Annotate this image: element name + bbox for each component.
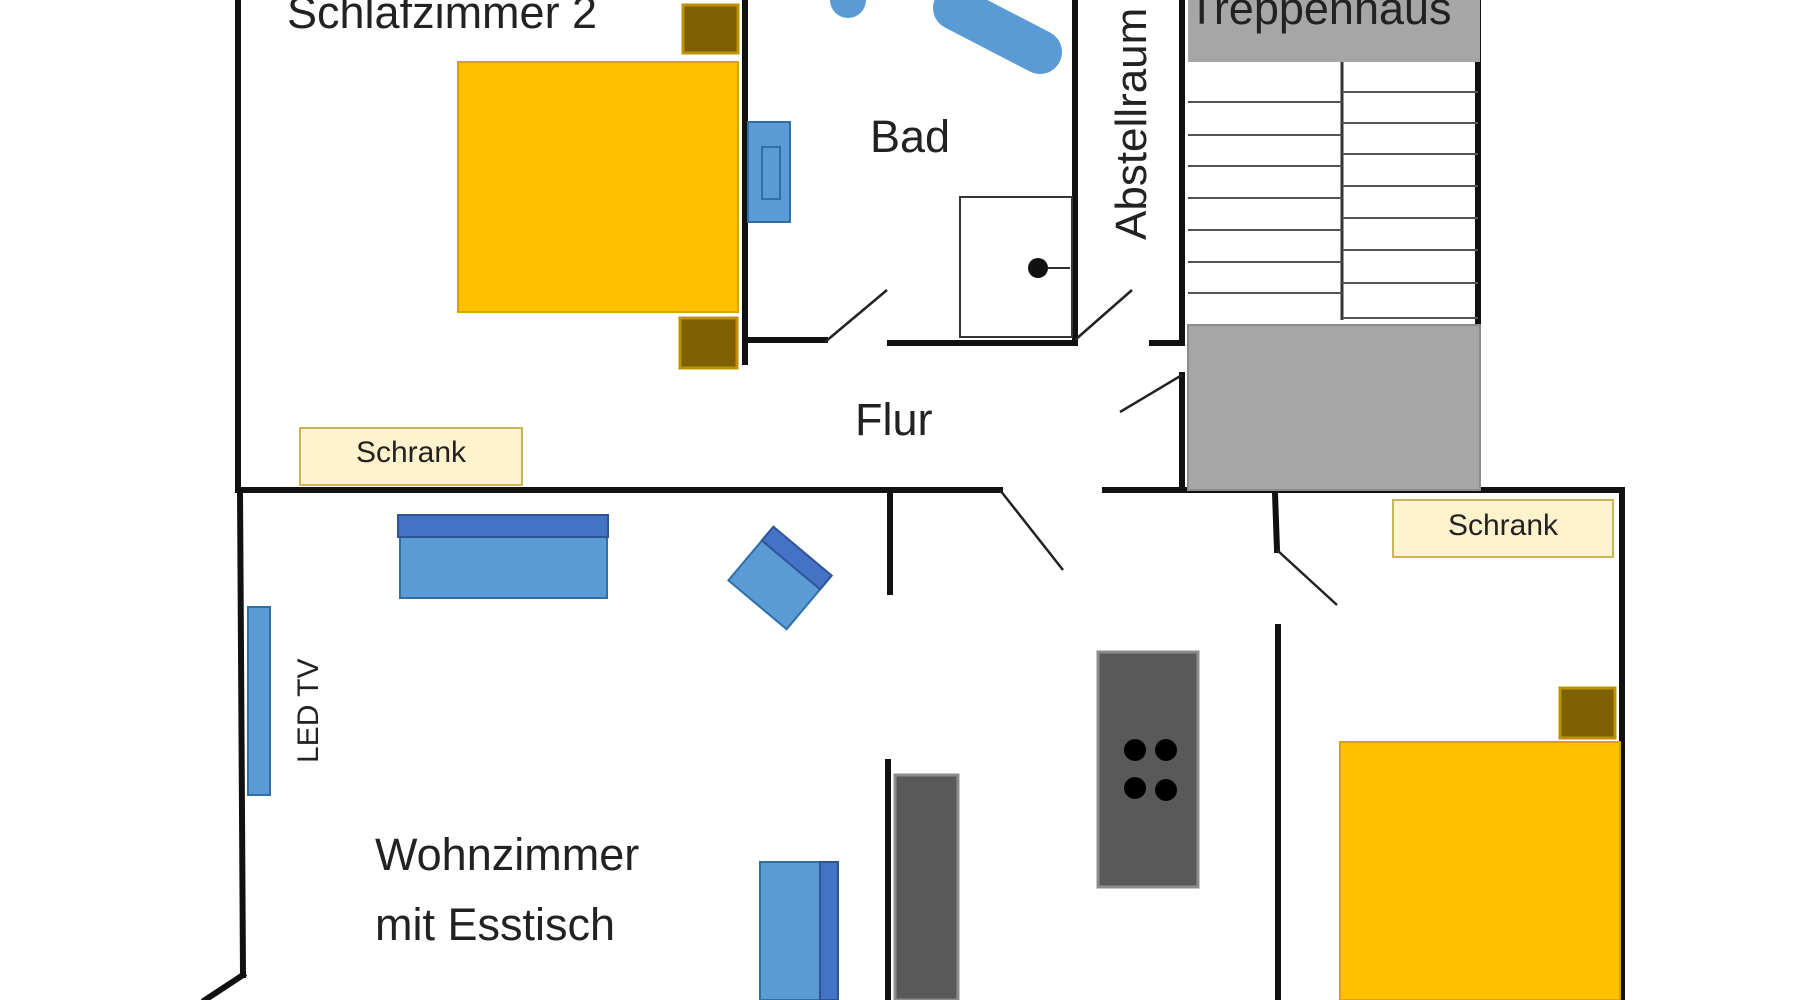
- storage-room: Abstellraum: [1107, 8, 1156, 240]
- wall-outer-left-diagonal: [200, 970, 248, 1000]
- stair-landing-top: [1188, 0, 1480, 62]
- room-label-abstellraum: Abstellraum: [1107, 8, 1156, 240]
- living-room: LED TV Wohnzimmer mit Esstisch: [247, 514, 839, 1000]
- stairwell: Treppenhaus: [1187, 0, 1481, 491]
- room-label-wohnzimmer-line2: mit Esstisch: [375, 899, 615, 950]
- door-storage: [1074, 289, 1133, 341]
- burner-2: [1155, 739, 1177, 761]
- room-label-wohnzimmer-line1: Wohnzimmer: [375, 829, 639, 880]
- tv-unit: [247, 606, 271, 796]
- cabinet-left-label: Schrank: [356, 436, 467, 469]
- double-bed-bedroom-1: [1339, 741, 1621, 1000]
- bedroom-2: Schrank Schlafzimmer 2: [287, 0, 740, 486]
- dining-bench-back: [819, 861, 839, 1000]
- sink-basin: [761, 146, 781, 200]
- kitchen: [893, 650, 1200, 1000]
- armchair: [726, 525, 834, 631]
- cabinet-right: [1392, 499, 1614, 558]
- room-label-treppenhaus: Treppenhaus: [1188, 0, 1452, 34]
- wall-outer-left-lower: [236, 486, 247, 979]
- doors: [824, 289, 1338, 606]
- kitchen-counter: [893, 773, 960, 1000]
- stair-steps-left: [1188, 101, 1342, 294]
- double-bed-bedroom-2: [457, 61, 739, 313]
- shower-drain: [1028, 258, 1048, 278]
- wall-bedroom1-stub: [1271, 489, 1281, 554]
- room-label-flur: Flur: [855, 394, 933, 445]
- hallway: Flur: [855, 394, 933, 445]
- nightstand-top: [681, 3, 740, 55]
- nightstand-bottom: [678, 316, 739, 370]
- cabinet-left: [299, 427, 523, 486]
- shower-tray: [959, 196, 1073, 338]
- bathtub: [933, 0, 1062, 74]
- burner-4: [1155, 779, 1177, 801]
- door-living: [999, 489, 1064, 571]
- stove: [1096, 650, 1200, 889]
- nightstand-right: [1558, 686, 1617, 740]
- room-label-bad: Bad: [870, 111, 950, 162]
- sofa-backrest: [397, 514, 609, 538]
- bathroom: Bad: [747, 0, 1073, 338]
- cabinet-right-label: Schrank: [1448, 509, 1559, 542]
- room-label-schlafzimmer-2: Schlafzimmer 2: [287, 0, 597, 38]
- burner-3: [1124, 777, 1146, 799]
- stair-steps-right: [1342, 91, 1478, 319]
- door-bedroom1: [1276, 549, 1338, 606]
- bath-fitting: [830, 0, 866, 18]
- door-bathroom: [824, 289, 888, 343]
- tv-label: LED TV: [292, 659, 325, 764]
- stair-landing-bottom: [1187, 324, 1481, 491]
- bedroom-1: Schrank: [1339, 499, 1621, 1000]
- door-stairwell: [1119, 373, 1183, 414]
- burner-1: [1124, 739, 1146, 761]
